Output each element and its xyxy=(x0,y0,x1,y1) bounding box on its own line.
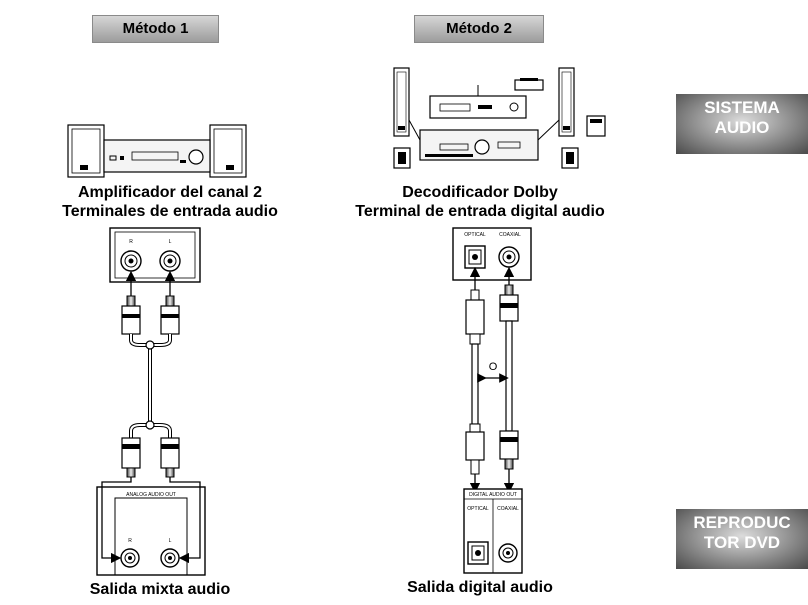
amplifier-input-panel: R L xyxy=(109,227,201,283)
method-2-badge: Método 2 xyxy=(414,15,544,43)
audio-system-line1: SISTEMA xyxy=(704,98,780,117)
digital-out-panel-title: DIGITAL AUDIO OUT xyxy=(469,492,517,498)
dvd-player-line2: TOR DVD xyxy=(703,533,781,552)
digital-output-caption: Salida digital audio xyxy=(380,578,580,597)
dvd-player-label-box: REPRODUC TOR DVD xyxy=(676,509,808,569)
analog-output-caption-text: Salida mixta audio xyxy=(89,581,231,598)
digital-audio-out-panel: DIGITAL AUDIO OUT OPTICAL COAXIAL xyxy=(463,488,523,574)
dvd-player-line1: REPRODUC xyxy=(693,513,791,532)
analog-out-right-label: R xyxy=(128,538,132,544)
analog-out-panel-title: ANALOG AUDIO OUT xyxy=(126,492,176,498)
method-1-badge: Método 1 xyxy=(92,15,219,43)
decoder-caption-line2: Terminal de entrada digital audio xyxy=(355,203,605,220)
audio-system-line2: AUDIO xyxy=(714,118,770,137)
method-1-label: Método 1 xyxy=(122,20,189,37)
rca-plug-bottom-left xyxy=(160,437,180,478)
or-label: O xyxy=(489,361,498,373)
amp-jack-left-label: L xyxy=(169,239,172,245)
decoder-optical-label: OPTICAL xyxy=(464,232,486,238)
coaxial-cable xyxy=(499,284,519,470)
decoder-coaxial-label: COAXIAL xyxy=(499,232,521,238)
analog-audio-out-panel: ANALOG AUDIO OUT R L xyxy=(96,486,206,576)
analog-output-caption: Salida mixta audio xyxy=(40,580,280,599)
method-2-label: Método 2 xyxy=(446,20,512,37)
rca-plug-bottom-right xyxy=(121,437,141,478)
decoder-caption-line1: Decodificador Dolby xyxy=(402,184,558,201)
stereo-amplifier-icon xyxy=(67,124,247,178)
amplifier-caption-line2: Terminales de entrada audio xyxy=(62,203,278,220)
dolby-system-icon xyxy=(393,67,606,169)
digital-out-optical-label: OPTICAL xyxy=(467,506,489,512)
rca-plug-top-left xyxy=(160,295,180,335)
amplifier-caption: Amplificador del canal 2 Terminales de e… xyxy=(20,183,320,221)
amplifier-caption-line1: Amplificador del canal 2 xyxy=(77,184,263,201)
digital-out-coaxial-label: COAXIAL xyxy=(497,506,519,512)
audio-system-label-box: SISTEMA AUDIO xyxy=(676,94,808,154)
optical-cable xyxy=(465,289,485,475)
rca-plug-top-right xyxy=(121,295,141,335)
decoder-input-panel: OPTICAL COAXIAL xyxy=(452,227,532,281)
decoder-caption: Decodificador Dolby Terminal de entrada … xyxy=(315,183,645,221)
digital-output-caption-text: Salida digital audio xyxy=(407,579,553,596)
analog-out-left-label: L xyxy=(169,538,172,544)
amp-jack-right-label: R xyxy=(129,239,133,245)
